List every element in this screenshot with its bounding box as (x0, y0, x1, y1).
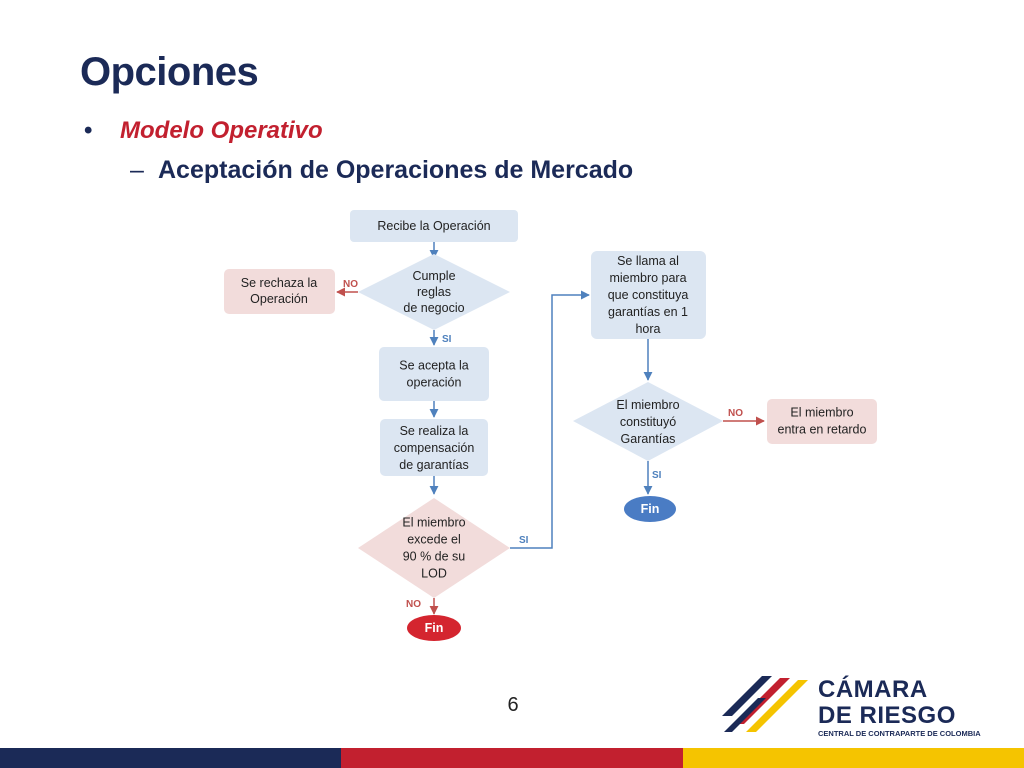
bullet-text: Modelo Operativo (120, 117, 323, 144)
text-rechaza: Se rechaza la Operación (241, 276, 317, 306)
sub-bullet-text: Aceptación de Operaciones de Mercado (158, 156, 634, 184)
node-text-line: de negocio (403, 301, 464, 315)
node-cumple-reglas (358, 254, 510, 330)
label-si-excede: SI (519, 535, 529, 546)
node-entra-retardo (767, 399, 877, 444)
node-text-line: excede el (407, 533, 461, 547)
text-recibe: Recibe la Operación (377, 219, 490, 233)
text-acepta: Se acepta la operación (399, 359, 469, 390)
text-fin-right: Fin (641, 502, 660, 516)
node-recibe-operacion (350, 210, 518, 242)
company-logo: CÁMARA DE RIESGO CENTRAL DE CONTRAPARTE … (718, 672, 998, 742)
node-text-line: de garantías (399, 458, 469, 472)
logo-stripes-icon (722, 676, 808, 732)
node-text-line: Garantías (621, 432, 676, 446)
node-rechaza-operacion (224, 269, 335, 314)
node-fin-right (624, 496, 676, 522)
node-text-line: Fin (425, 621, 444, 635)
node-text-line: 90 % de su (403, 550, 466, 564)
node-text-line: Fin (641, 502, 660, 516)
node-text-line: Se rechaza la (241, 276, 317, 290)
label-no-retardo: NO (728, 408, 743, 419)
node-compensacion-garantias (380, 419, 488, 476)
footer-band-yellow (683, 748, 1024, 768)
node-text-line: que constituya (608, 288, 689, 302)
footer-color-band (0, 748, 1024, 768)
node-text-line: El miembro (616, 398, 679, 412)
node-text-line: Se llama al (617, 254, 679, 268)
text-llama: Se llama al miembro para que constituya gar… (608, 254, 689, 336)
node-text-line: garantías en 1 (608, 305, 688, 319)
node-text-line: miembro para (609, 271, 686, 285)
label-no-rechaza: NO (343, 279, 358, 290)
logo-line-2: DE RIESGO (818, 702, 956, 729)
node-text-line: LOD (421, 567, 447, 581)
node-fin-left (407, 615, 461, 641)
node-constituyo-garantias (573, 382, 723, 461)
text-retardo: El miembro entra en retardo (778, 406, 867, 437)
label-si-acepta: SI (442, 334, 452, 345)
footer-band-navy (0, 748, 341, 768)
text-compensacion: Se realiza la compensación de garantías (394, 424, 475, 472)
node-text-line: constituyó (620, 415, 676, 429)
node-llama-miembro (591, 251, 706, 339)
text-cumple: Cumple reglas de negocio (403, 269, 464, 315)
arrow-excede-to-llama (510, 290, 590, 549)
node-text-line: El miembro (790, 406, 853, 420)
sub-bullet-marker: – (130, 156, 144, 184)
node-text-line: compensación (394, 441, 475, 455)
label-si-fin: SI (652, 470, 662, 481)
logo-line-3: CENTRAL DE CONTRAPARTE DE COLOMBIA (818, 729, 981, 738)
logo-line-1: CÁMARA (818, 676, 928, 703)
node-text-line: entra en retardo (778, 423, 867, 437)
node-acepta-operacion (379, 347, 489, 401)
footer-band-red (341, 748, 683, 768)
text-fin-left: Fin (425, 621, 444, 635)
node-text-line: reglas (417, 285, 451, 299)
node-excede-lod (358, 498, 510, 598)
text-excede: El miembro excede el 90 % de su LOD (402, 516, 465, 581)
bullet-marker: • (84, 117, 93, 144)
node-text-line: Se acepta la (399, 359, 469, 373)
node-text-line: hora (635, 322, 660, 336)
node-text-line: Operación (250, 292, 308, 306)
node-text-line: El miembro (402, 516, 465, 530)
label-no-excede: NO (406, 599, 421, 610)
node-text-line: Cumple (412, 269, 455, 283)
node-text-line: operación (407, 376, 462, 390)
node-text-line: Se realiza la (400, 424, 469, 438)
flowchart: Recibe la Operación Cumple reglas de negoc… (224, 210, 877, 641)
node-text-line: Recibe la Operación (377, 219, 490, 233)
page-number: 6 (507, 694, 519, 716)
slide-title: Opciones (80, 50, 259, 94)
